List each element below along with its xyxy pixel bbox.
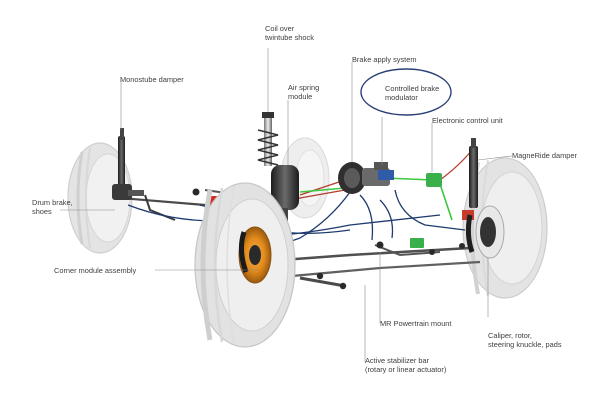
front-left-rotor: [238, 226, 272, 284]
label-air-spring-module: Air spring module: [288, 83, 320, 101]
label-controlled-brake-modulator: Controlled brake modulator: [385, 84, 440, 102]
label-magneride-damper: MagneRide damper: [512, 151, 577, 160]
label-corner-module-assembly: Corner module assembly: [54, 266, 137, 275]
label-active-stabilizer-bar: Active stabilizer bar (rotary or linear …: [365, 356, 447, 374]
drum-brake: [112, 184, 144, 200]
label-electronic-control-unit: Electronic control unit: [432, 116, 503, 125]
electronic-control-unit: [426, 173, 442, 187]
coil-over-shock: [257, 112, 279, 166]
front-right-wheel: [462, 157, 548, 299]
label-powertrain-mount: MR Powertrain mount: [380, 319, 452, 328]
magneride-damper: [469, 138, 478, 208]
brake-apply-booster: [338, 162, 394, 194]
label-coil-over-shock: Coil over twintube shock: [265, 24, 314, 42]
green-sensor-module: [410, 238, 424, 248]
front-right-rotor: [465, 205, 505, 259]
highlight-ellipse: [360, 68, 452, 116]
monostube-damper: [118, 128, 125, 186]
label-drum-brake: Drum brake, shoes: [32, 198, 73, 216]
label-monostube-damper: Monostube damper: [120, 75, 184, 84]
leader-lines: [60, 48, 513, 362]
label-caliper-rotor: Caliper, rotor, steering knuckle, pads: [488, 331, 562, 349]
label-brake-apply-system: Brake apply system: [352, 55, 417, 64]
